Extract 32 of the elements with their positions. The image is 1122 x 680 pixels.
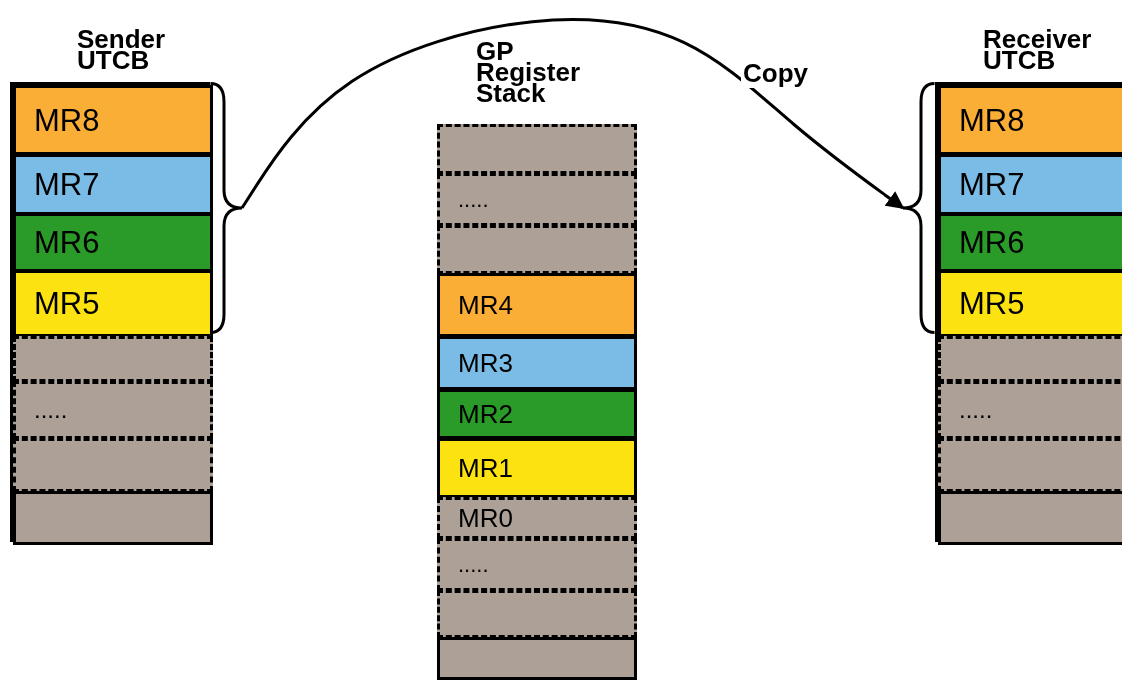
curly-brace <box>903 82 936 334</box>
register-slot: MR2 <box>437 389 637 439</box>
empty-register-slot <box>13 438 213 492</box>
stack-heading: Receiver UTCB <box>983 29 1093 71</box>
register-slot: ..... <box>938 381 1122 439</box>
register-slot: MR6 <box>938 213 1122 272</box>
empty-register-slot <box>938 438 1122 492</box>
register-slot: MR8 <box>938 85 1122 155</box>
register-slot: MR7 <box>938 154 1122 215</box>
register-slot: ..... <box>13 381 213 439</box>
curly-brace <box>209 82 242 334</box>
register-slot: MR5 <box>938 270 1122 337</box>
register-slot: MR6 <box>13 213 213 272</box>
register-slot: ..... <box>437 173 637 226</box>
stack-heading: GP Register Stack <box>476 41 582 104</box>
empty-register-slot <box>938 491 1122 545</box>
register-slot: MR5 <box>13 270 213 337</box>
empty-register-slot <box>938 336 1122 382</box>
empty-register-slot <box>437 124 637 174</box>
register-slot: MR0 <box>437 497 637 539</box>
empty-register-slot <box>437 590 637 638</box>
register-slot: MR1 <box>437 438 637 498</box>
empty-register-slot <box>437 225 637 274</box>
register-slot: MR4 <box>437 273 637 337</box>
stack-heading: Sender UTCB <box>77 29 167 71</box>
register-slot: MR3 <box>437 336 637 390</box>
register-slot: ..... <box>437 538 637 591</box>
empty-register-slot <box>13 336 213 382</box>
empty-register-slot <box>13 491 213 545</box>
empty-register-slot <box>437 637 637 680</box>
register-slot: MR7 <box>13 154 213 215</box>
register-slot: MR8 <box>13 85 213 155</box>
